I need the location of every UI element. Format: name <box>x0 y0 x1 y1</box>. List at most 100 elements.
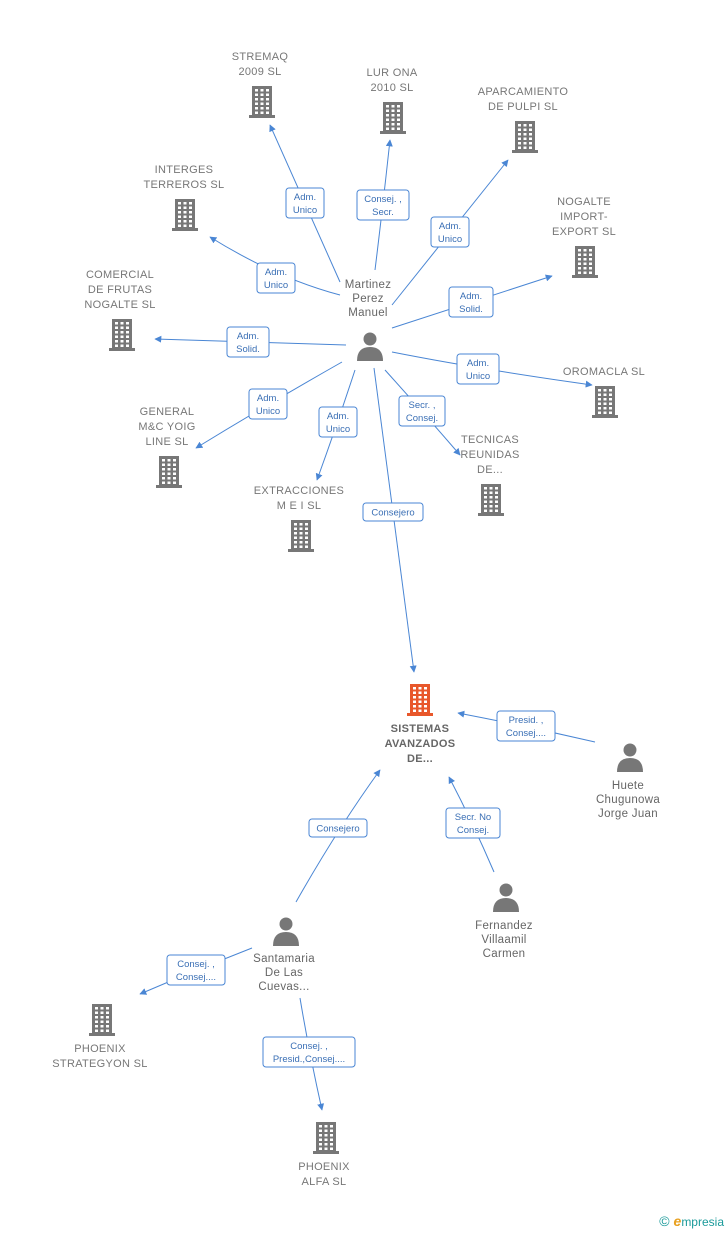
edge-label-box[interactable] <box>496 710 556 742</box>
node-label-phoenix_strat: PHOENIX <box>74 1043 126 1055</box>
edge-label-e5[interactable]: Adm. Solid. <box>448 286 494 318</box>
node-label-lurona: 2010 SL <box>370 82 413 94</box>
edge-label-e9[interactable]: Secr. , Consej. <box>398 395 446 427</box>
node-label-sistemas: AVANZADOS <box>385 738 456 750</box>
node-label-comercial: DE FRUTAS <box>88 284 152 296</box>
building-icon <box>313 1122 339 1154</box>
edge-label-box[interactable] <box>248 388 288 420</box>
node-label-phoenix_alfa: ALFA SL <box>302 1176 347 1188</box>
edge-label-text: Consej. , <box>364 194 402 205</box>
edge-label-text: Adm. <box>467 358 489 369</box>
node-label-aparcamiento: DE PULPI SL <box>488 101 558 113</box>
node-label-huete: Huete <box>612 780 644 792</box>
edge-label-box[interactable] <box>308 818 368 838</box>
edge-label-box[interactable] <box>262 1036 356 1068</box>
person-icon <box>273 917 299 946</box>
edge-label-box[interactable] <box>256 262 296 294</box>
node-extracciones[interactable]: EXTRACCIONES M E I SL <box>254 485 344 552</box>
node-label-santamaria: De Las <box>265 967 303 979</box>
node-phoenix_alfa[interactable]: PHOENIX ALFA SL <box>298 1122 350 1188</box>
edge-label-box[interactable] <box>318 406 358 438</box>
edge-label-box[interactable] <box>445 807 501 839</box>
building-icon <box>89 1004 115 1036</box>
edge-label-e2[interactable]: Consej. , Secr. <box>356 189 410 221</box>
node-lurona[interactable]: LUR ONA 2010 SL <box>367 67 418 134</box>
edge-label-e15[interactable]: Consej. ,Consej.... <box>166 954 226 986</box>
edge-label-text: Solid. <box>459 304 483 315</box>
edge-label-e12[interactable]: Presid. ,Consej.... <box>496 710 556 742</box>
edge-label-text: Presid. , <box>509 715 544 726</box>
edge-label-box[interactable] <box>362 502 424 522</box>
edge-label-e4[interactable]: Adm.Unico <box>256 262 296 294</box>
edge-label-e8[interactable]: Adm.Unico <box>248 388 288 420</box>
edge-label-text: Presid.,Consej.... <box>273 1054 345 1065</box>
edge-label-text: Adm. <box>460 291 482 302</box>
edge-label-box[interactable] <box>398 395 446 427</box>
edge-label-e11[interactable]: Consejero <box>362 502 424 522</box>
edge-label-text: Consejero <box>371 508 414 519</box>
node-sistemas[interactable]: SISTEMASAVANZADOSDE... <box>385 684 456 765</box>
node-oromacla[interactable]: OROMACLA SL <box>563 366 645 418</box>
node-label-extracciones: EXTRACCIONES <box>254 485 344 497</box>
node-tecnicas[interactable]: TECNICASREUNIDASDE... <box>460 434 519 516</box>
edge-label-text: Secr. <box>372 207 394 218</box>
node-label-tecnicas: TECNICAS <box>461 434 519 446</box>
edge-label-e3[interactable]: Adm.Unico <box>430 216 470 248</box>
person-icon <box>617 743 643 772</box>
edge-label-text: Unico <box>264 280 288 291</box>
node-label-tecnicas: DE... <box>477 464 503 476</box>
node-label-general: LINE SL <box>145 436 188 448</box>
edge-label-box[interactable] <box>448 286 494 318</box>
building-icon <box>172 199 198 231</box>
copyright-icon: © <box>659 1213 670 1229</box>
node-label-phoenix_alfa: PHOENIX <box>298 1161 350 1173</box>
node-label-sistemas: SISTEMAS <box>391 723 450 735</box>
edge-label-e1[interactable]: Adm.Unico <box>285 187 325 219</box>
edge-label-text: Secr. , <box>409 400 436 411</box>
edge-label-text: Unico <box>256 406 280 417</box>
node-label-extracciones: M E I SL <box>277 500 322 512</box>
node-label-general: M&C YOIG <box>138 421 195 433</box>
node-label-interges: TERREROS SL <box>144 179 225 191</box>
node-label-comercial: COMERCIAL <box>86 269 154 281</box>
node-label-lurona: LUR ONA <box>367 67 418 79</box>
edge-label-e14[interactable]: Consejero <box>308 818 368 838</box>
edge-label-box[interactable] <box>430 216 470 248</box>
edge-label-text: Unico <box>438 234 462 245</box>
edge-label-text: Consej. <box>406 413 438 424</box>
edge-label-e7[interactable]: Adm.Unico <box>456 353 500 385</box>
node-label-huete: Chugunowa <box>596 794 660 806</box>
edge-label-box[interactable] <box>166 954 226 986</box>
edge-label-text: Secr. No <box>455 812 491 823</box>
person-icon <box>493 883 519 912</box>
node-phoenix_strat[interactable]: PHOENIX STRATEGYON SL <box>52 1004 147 1070</box>
edge-label-text: Adm. <box>237 331 259 342</box>
edge-label-e16[interactable]: Consej. ,Presid.,Consej.... <box>262 1036 356 1068</box>
node-label-phoenix_strat: STRATEGYON SL <box>52 1058 147 1070</box>
building-icon <box>572 246 598 278</box>
edge-label-box[interactable] <box>356 189 410 221</box>
edge-label-e10[interactable]: Adm.Unico <box>318 406 358 438</box>
edge-label-text: Unico <box>293 205 317 216</box>
edge-label-box[interactable] <box>226 326 270 358</box>
edge-label-text: Consej.... <box>176 972 216 983</box>
node-label-nogalte_ie: IMPORT- <box>560 211 608 223</box>
edge-label-box[interactable] <box>456 353 500 385</box>
building-icon <box>380 102 406 134</box>
edge-label-box[interactable] <box>285 187 325 219</box>
building-icon <box>512 121 538 153</box>
edge-label-e6[interactable]: Adm.Solid. <box>226 326 270 358</box>
